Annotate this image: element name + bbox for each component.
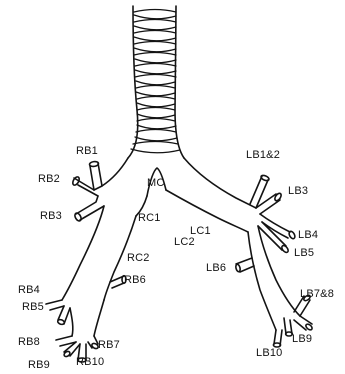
label-lb78: LB7&8 (300, 288, 334, 300)
label-lc2: LC2 (174, 236, 195, 248)
label-rb4: RB4 (18, 284, 40, 296)
label-rb8: RB8 (18, 336, 40, 348)
label-lb5: LB5 (294, 247, 314, 259)
left-main-bronchus-outer (184, 158, 256, 208)
label-lb10: LB10 (256, 347, 283, 359)
label-rb10: RB10 (76, 356, 104, 368)
label-rb7: RB7 (98, 339, 120, 351)
label-rc1: RC1 (138, 212, 161, 224)
airway-outline (46, 6, 313, 362)
label-lb4: LB4 (298, 229, 318, 241)
label-rb1: RB1 (76, 145, 98, 157)
rc1-dashed-line (110, 208, 136, 216)
rc2-dashed-line (80, 256, 126, 270)
label-rb9: RB9 (28, 359, 50, 371)
trachea-left-wall (128, 6, 138, 158)
label-lb9: LB9 (292, 333, 312, 345)
lc1-dashed-line (222, 210, 258, 220)
label-lb3: LB3 (288, 185, 308, 197)
label-rb5: RB5 (22, 301, 44, 313)
label-rb2: RB2 (38, 173, 60, 185)
label-mc: MC (147, 177, 165, 189)
label-rb3: RB3 (40, 210, 62, 222)
trachea-right-wall (175, 6, 184, 158)
tracheal-rings (131, 10, 180, 153)
label-lb6: LB6 (206, 262, 226, 274)
lc2-dashed-line (208, 230, 260, 242)
label-rc2: RC2 (127, 252, 150, 264)
label-lb12: LB1&2 (246, 149, 280, 161)
label-rb6: RB6 (124, 274, 146, 286)
